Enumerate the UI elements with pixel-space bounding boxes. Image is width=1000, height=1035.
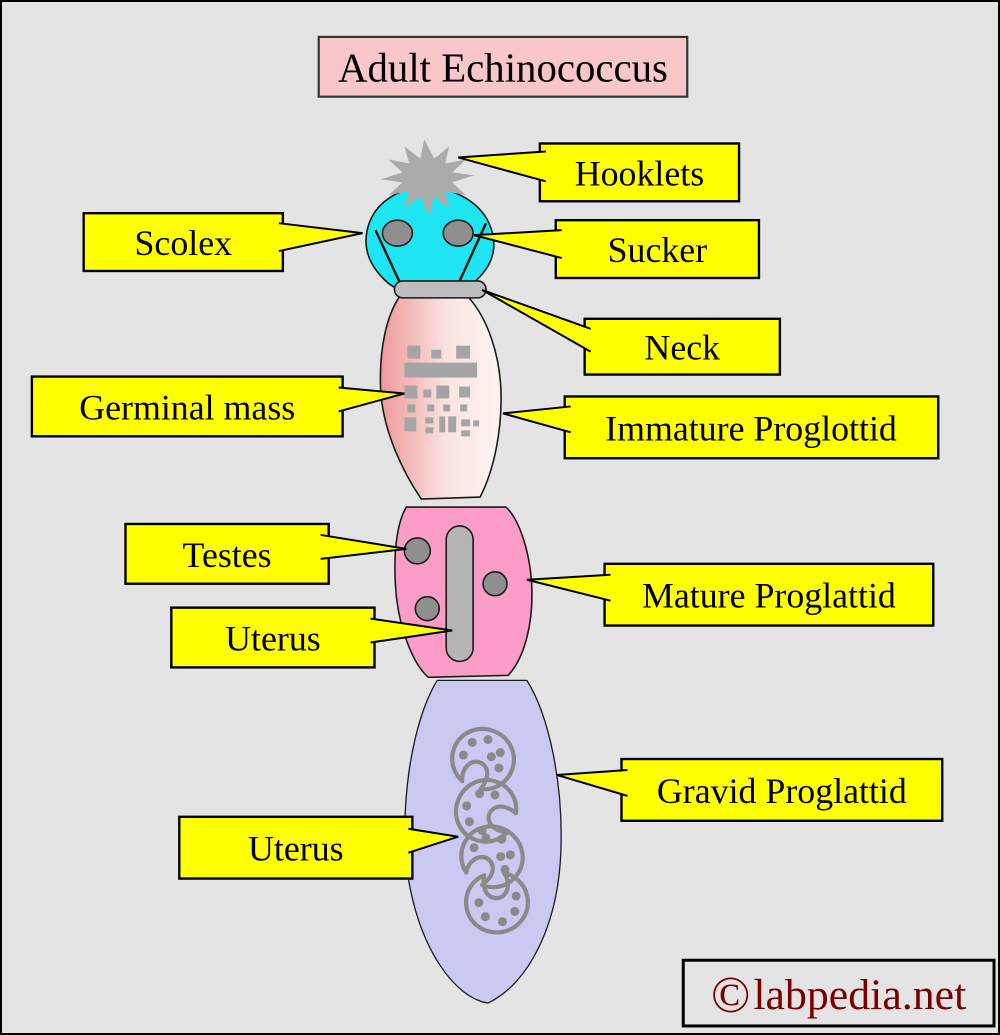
callout-germinal-mass: Germinal mass [30, 375, 405, 438]
gravid-proglottid-pointer [556, 768, 628, 797]
label-scolex: Scolex [134, 223, 232, 263]
label-gravid-proglottid: Gravid Proglattid [657, 771, 907, 811]
scolex-groove-right [458, 222, 488, 283]
mature-proglottid-pointer [526, 573, 611, 602]
hooklets-pointer [457, 150, 547, 183]
svg-text:©labpedia.net: ©labpedia.net [711, 967, 966, 1024]
label-immature-proglottid: Immature Proglottid [605, 408, 897, 448]
callout-neck: Neck [481, 288, 782, 376]
germinal-mass-pointer [338, 386, 405, 413]
testis-circle [403, 537, 432, 565]
testes-pointer [320, 533, 407, 560]
sucker-left [381, 219, 414, 247]
sucker-right [442, 219, 474, 247]
egg-dots [458, 735, 521, 927]
testis-circle [414, 595, 441, 622]
label-testes: Testes [183, 535, 272, 575]
watermark-site: labpedia.net [753, 971, 966, 1019]
watermark: ©labpedia.net [681, 958, 996, 1028]
callout-immature-proglottid: Immature Proglottid [502, 395, 940, 460]
label-germinal-mass: Germinal mass [79, 387, 295, 427]
callout-gravid-proglottid: Gravid Proglattid [556, 757, 944, 822]
label-uterus-gravid: Uterus [248, 829, 344, 869]
callout-testes: Testes [124, 522, 407, 585]
hooklets-star-icon [380, 139, 475, 217]
copyright-icon: © [711, 967, 750, 1024]
neck-shape [393, 280, 487, 299]
germinal-mass-pattern [404, 345, 480, 437]
uterus-mature-pointer [370, 617, 453, 644]
label-mature-proglottid: Mature Proglattid [642, 576, 896, 616]
label-neck: Neck [644, 328, 720, 368]
gravid-uterus-coil [450, 726, 530, 935]
callout-hooklets: Hooklets [457, 142, 741, 203]
callout-uterus-gravid: Uterus [178, 815, 459, 880]
callout-scolex: Scolex [82, 212, 363, 273]
label-hooklets: Hooklets [575, 153, 704, 193]
uterus-gravid-pointer [408, 827, 459, 854]
callout-sucker: Sucker [473, 218, 761, 280]
testis-circle [482, 570, 508, 597]
immature-proglottid-pointer [502, 405, 571, 434]
neck-pointer [481, 288, 592, 353]
scolex-groove-left [374, 229, 403, 287]
label-uterus-mature: Uterus [225, 619, 321, 659]
callout-mature-proglottid: Mature Proglattid [526, 562, 935, 627]
scolex-pointer [278, 222, 363, 253]
callout-uterus-mature: Uterus [170, 606, 453, 669]
title-box: Adult Echinococcus [317, 35, 689, 98]
page-title: Adult Echinococcus [338, 45, 668, 90]
sucker-pointer [473, 229, 563, 260]
label-sucker: Sucker [608, 230, 708, 270]
uterus-bar [445, 525, 474, 663]
